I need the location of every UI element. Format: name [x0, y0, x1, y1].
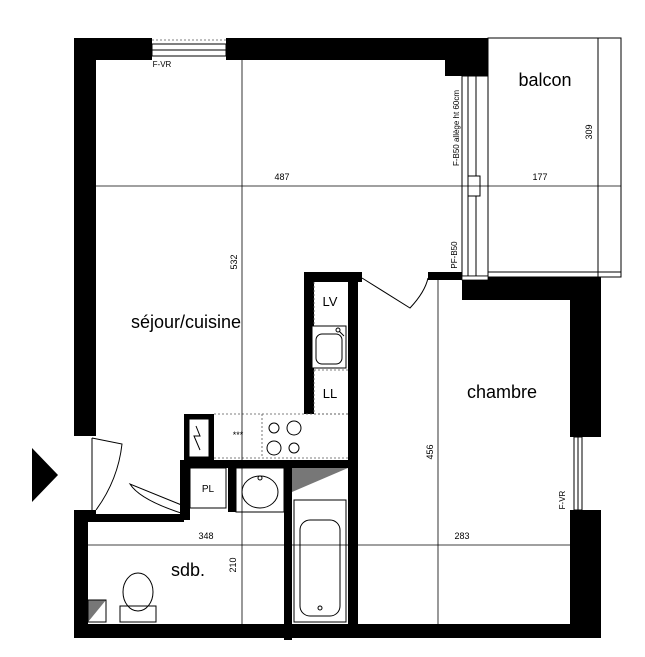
- window-label-fvr-right: F-VR: [558, 490, 567, 509]
- dimension-label-348: 348: [198, 531, 213, 541]
- balcony-door: [461, 275, 489, 281]
- fixture-label-hob: ***: [233, 430, 244, 440]
- entry-door: [91, 437, 123, 511]
- bathtub-corner: [292, 468, 348, 492]
- window-right-chambre: [573, 436, 583, 511]
- fixture-label-ll: LL: [323, 386, 337, 401]
- dimension-label-210: 210: [228, 557, 238, 572]
- kitchen-sink: [311, 325, 347, 369]
- toilet: [119, 572, 157, 623]
- dimension-label-532: 532: [229, 254, 239, 269]
- pl-closet: [189, 467, 227, 509]
- entrance-arrow-icon: [32, 448, 58, 502]
- dimension-label-487: 487: [274, 172, 289, 182]
- window-label-fb50: F-B50 allège ht 60cm: [452, 90, 461, 166]
- dimension-label-177: 177: [532, 172, 547, 182]
- window-balcony: [461, 75, 489, 277]
- dimension-label-309: 309: [584, 124, 594, 139]
- hob: [266, 420, 302, 456]
- sdb-door: [128, 482, 185, 515]
- room-label-chambre: chambre: [467, 382, 537, 402]
- fixture-label-pl: PL: [202, 484, 215, 495]
- exterior-walls: [74, 38, 601, 638]
- washbasin: [235, 467, 285, 513]
- balcony-outline: [487, 37, 622, 278]
- room-label-sejour: séjour/cuisine: [131, 312, 241, 332]
- room-label-balcon: balcon: [518, 70, 571, 90]
- dimension-lines: [88, 60, 621, 624]
- electric-panel-icon: [193, 425, 201, 451]
- window-top: [151, 39, 227, 57]
- fixture-label-lv: LV: [323, 294, 338, 309]
- interior-walls: [88, 272, 470, 640]
- room-label-sdb: sdb.: [171, 560, 205, 580]
- window-label-pfb50: PF-B50: [450, 241, 459, 269]
- chambre-door: [361, 277, 429, 309]
- dimension-label-283: 283: [454, 531, 469, 541]
- window-label-fvr-top: F-VR: [153, 60, 172, 69]
- bathtub: [293, 499, 347, 623]
- dimension-label-456: 456: [425, 444, 435, 459]
- sdb-corner: [87, 599, 107, 623]
